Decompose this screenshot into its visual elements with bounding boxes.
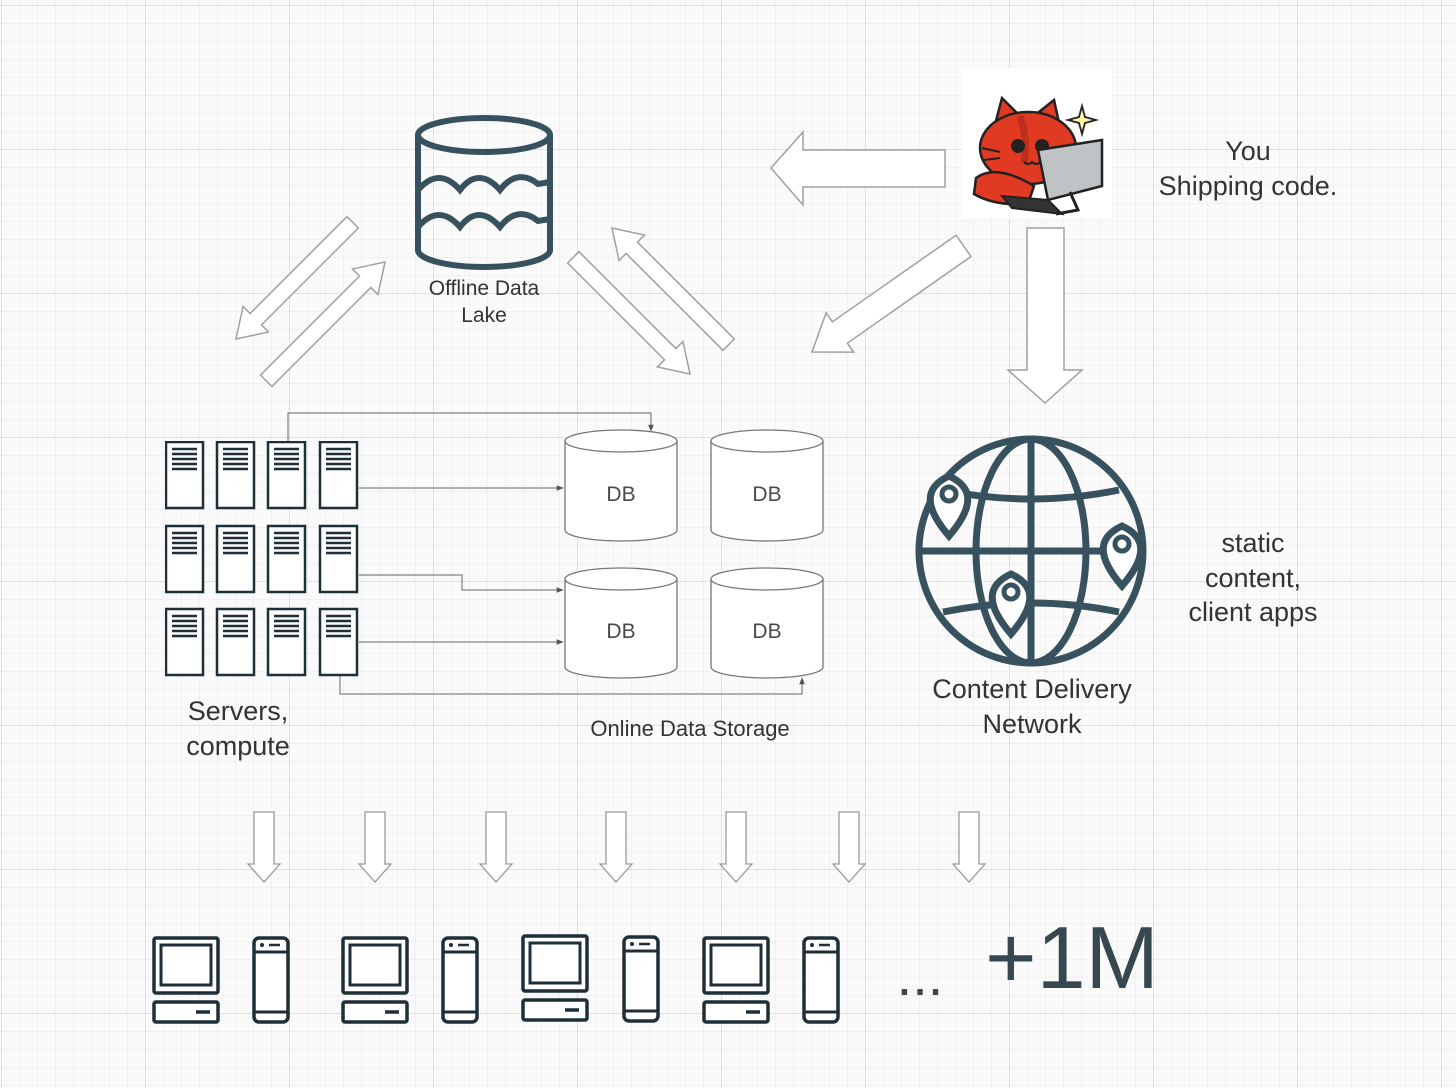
desktop-icon: [702, 936, 770, 1024]
db-label: DB: [606, 620, 636, 643]
data-lake-label: Offline Data Lake: [428, 277, 540, 327]
db-label: DB: [752, 483, 782, 506]
desktop-icon: [152, 936, 220, 1024]
clients-ellipsis: ...: [896, 944, 944, 1007]
arrow-lake-to-servers: [235, 215, 360, 340]
globe-pins-icon: [915, 435, 1147, 667]
mobile-phone-icon: [622, 935, 660, 1023]
mobile-phone-icon: [802, 936, 840, 1024]
database-icon: [415, 115, 553, 270]
you-subtitle: Shipping code.: [1158, 170, 1338, 201]
connector-servers-top-db: [287, 412, 654, 444]
db-label: DB: [752, 620, 782, 643]
online-storage-label: Online Data Storage: [590, 716, 790, 741]
server-rack-icon: [165, 441, 359, 677]
arrow-you-to-lake: [770, 130, 946, 208]
arrow-you-to-db: [810, 234, 973, 353]
connector-row2-db: [359, 574, 564, 593]
arrow-you-to-cdn: [1006, 227, 1084, 405]
you-label: You Shipping code.: [1150, 134, 1346, 203]
servers-label: Servers, compute: [186, 696, 290, 761]
desktop-icon: [341, 936, 409, 1024]
db-cylinder-1: [564, 429, 678, 542]
arrow-db-to-lake: [611, 227, 736, 352]
cat-developer-icon: [962, 68, 1112, 218]
cdn-label: Content Delivery Network: [932, 674, 1132, 739]
db-cylinder-2: [710, 429, 824, 542]
mobile-phone-icon: [441, 936, 479, 1024]
desktop-icon: [521, 934, 589, 1022]
arrows-to-clients: [247, 811, 986, 883]
arrow-lake-to-db: [566, 250, 691, 375]
db-label: DB: [606, 483, 636, 506]
mobile-phone-icon: [252, 936, 290, 1024]
clients-count: +1M: [985, 908, 1159, 1007]
db-cylinder-4: [710, 567, 824, 679]
arrow-servers-to-lake: [259, 261, 386, 388]
clients-row: [152, 934, 840, 1024]
cdn-note: static content, client apps: [1188, 528, 1318, 628]
connector-bottom-db: [339, 676, 805, 695]
you-title: You: [1225, 136, 1271, 166]
db-cylinder-3: [564, 567, 678, 679]
